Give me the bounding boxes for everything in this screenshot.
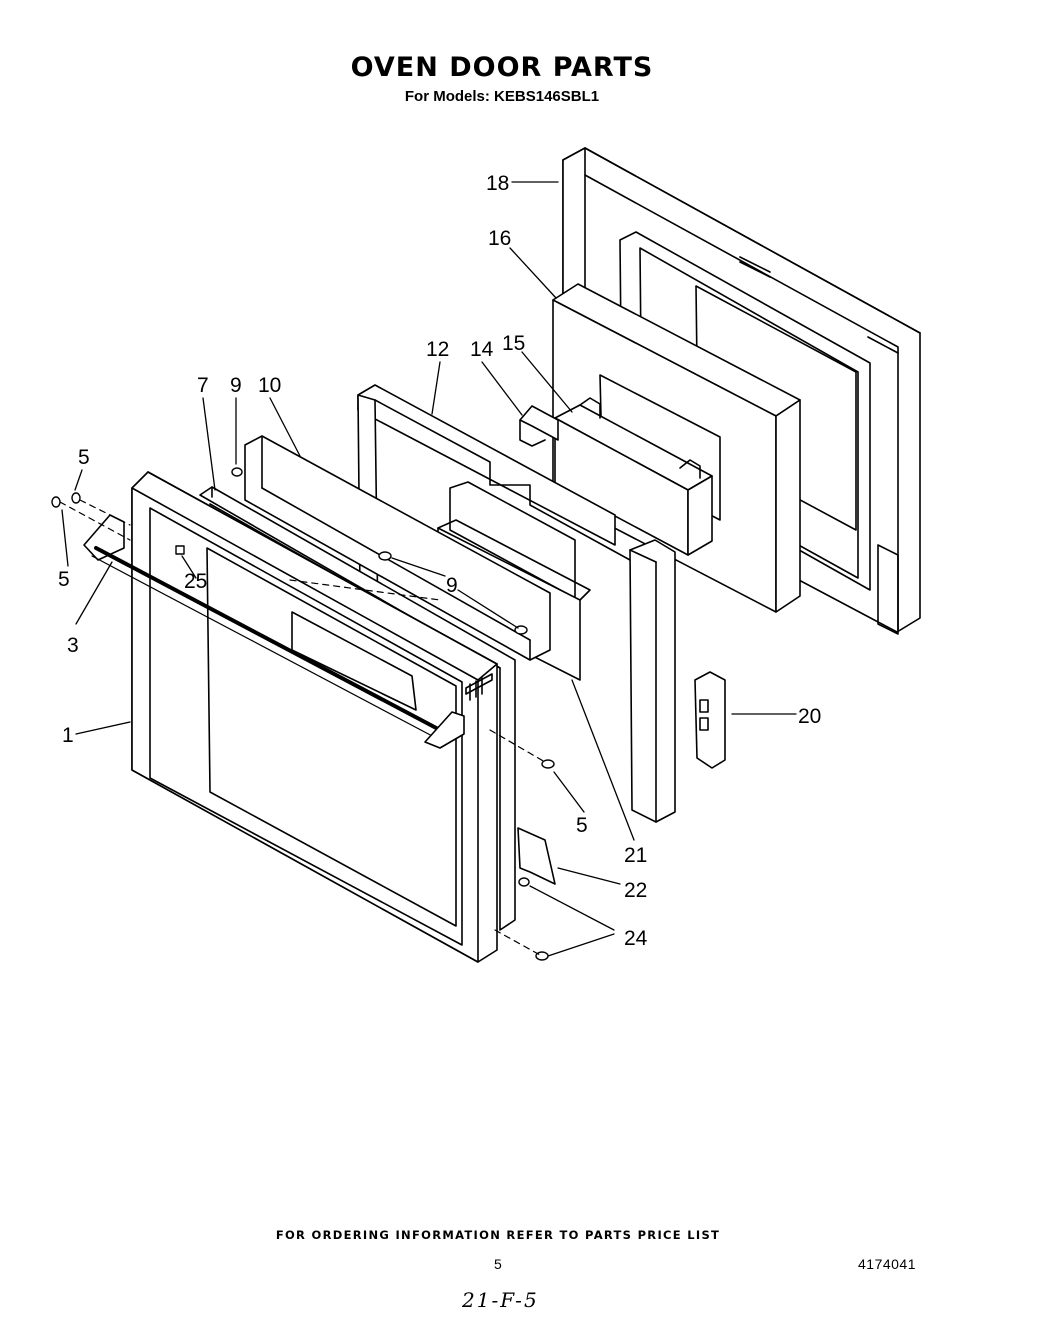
callout-12: 12	[426, 338, 449, 361]
callout-9-middle: 9	[446, 574, 458, 597]
callout-labels: 18 16 12 14 15 7 9 10 5 5 25 9 3 20 1 5 …	[58, 172, 821, 950]
callout-5-lower: 5	[576, 814, 588, 837]
callout-16: 16	[488, 227, 511, 250]
callout-24: 24	[624, 927, 648, 950]
callout-1: 1	[62, 724, 74, 747]
callout-25: 25	[184, 570, 207, 593]
part-15-latch-box	[554, 397, 713, 556]
part-14-bracket	[519, 405, 559, 447]
ordering-note: FOR ORDERING INFORMATION REFER TO PARTS …	[275, 1228, 721, 1242]
document-number: 4174041	[858, 1256, 917, 1272]
page-title: OVEN DOOR PARTS	[350, 52, 654, 83]
callout-22: 22	[624, 879, 647, 902]
callout-15: 15	[502, 332, 525, 355]
handwritten-note: 21-F-5	[462, 1288, 539, 1312]
leader-lines	[61, 181, 797, 957]
callout-5-left: 5	[58, 568, 70, 591]
callout-18: 18	[486, 172, 509, 195]
callout-9-top: 9	[230, 374, 242, 397]
callout-21: 21	[624, 844, 647, 867]
callout-20: 20	[798, 705, 821, 728]
part-3-handle	[83, 514, 465, 749]
callout-7: 7	[197, 374, 209, 397]
page-number: 5	[494, 1256, 502, 1272]
callout-3: 3	[67, 634, 79, 657]
part-20-hinge	[694, 671, 726, 769]
callout-10: 10	[258, 374, 281, 397]
assembly-guide-lines	[59, 499, 546, 956]
callout-14: 14	[470, 338, 494, 361]
part-22-bracket	[517, 827, 556, 885]
callout-5-upper: 5	[78, 446, 90, 469]
model-subtitle: For Models: KEBS146SBL1	[404, 88, 600, 105]
part-10-top-trim	[244, 435, 551, 661]
